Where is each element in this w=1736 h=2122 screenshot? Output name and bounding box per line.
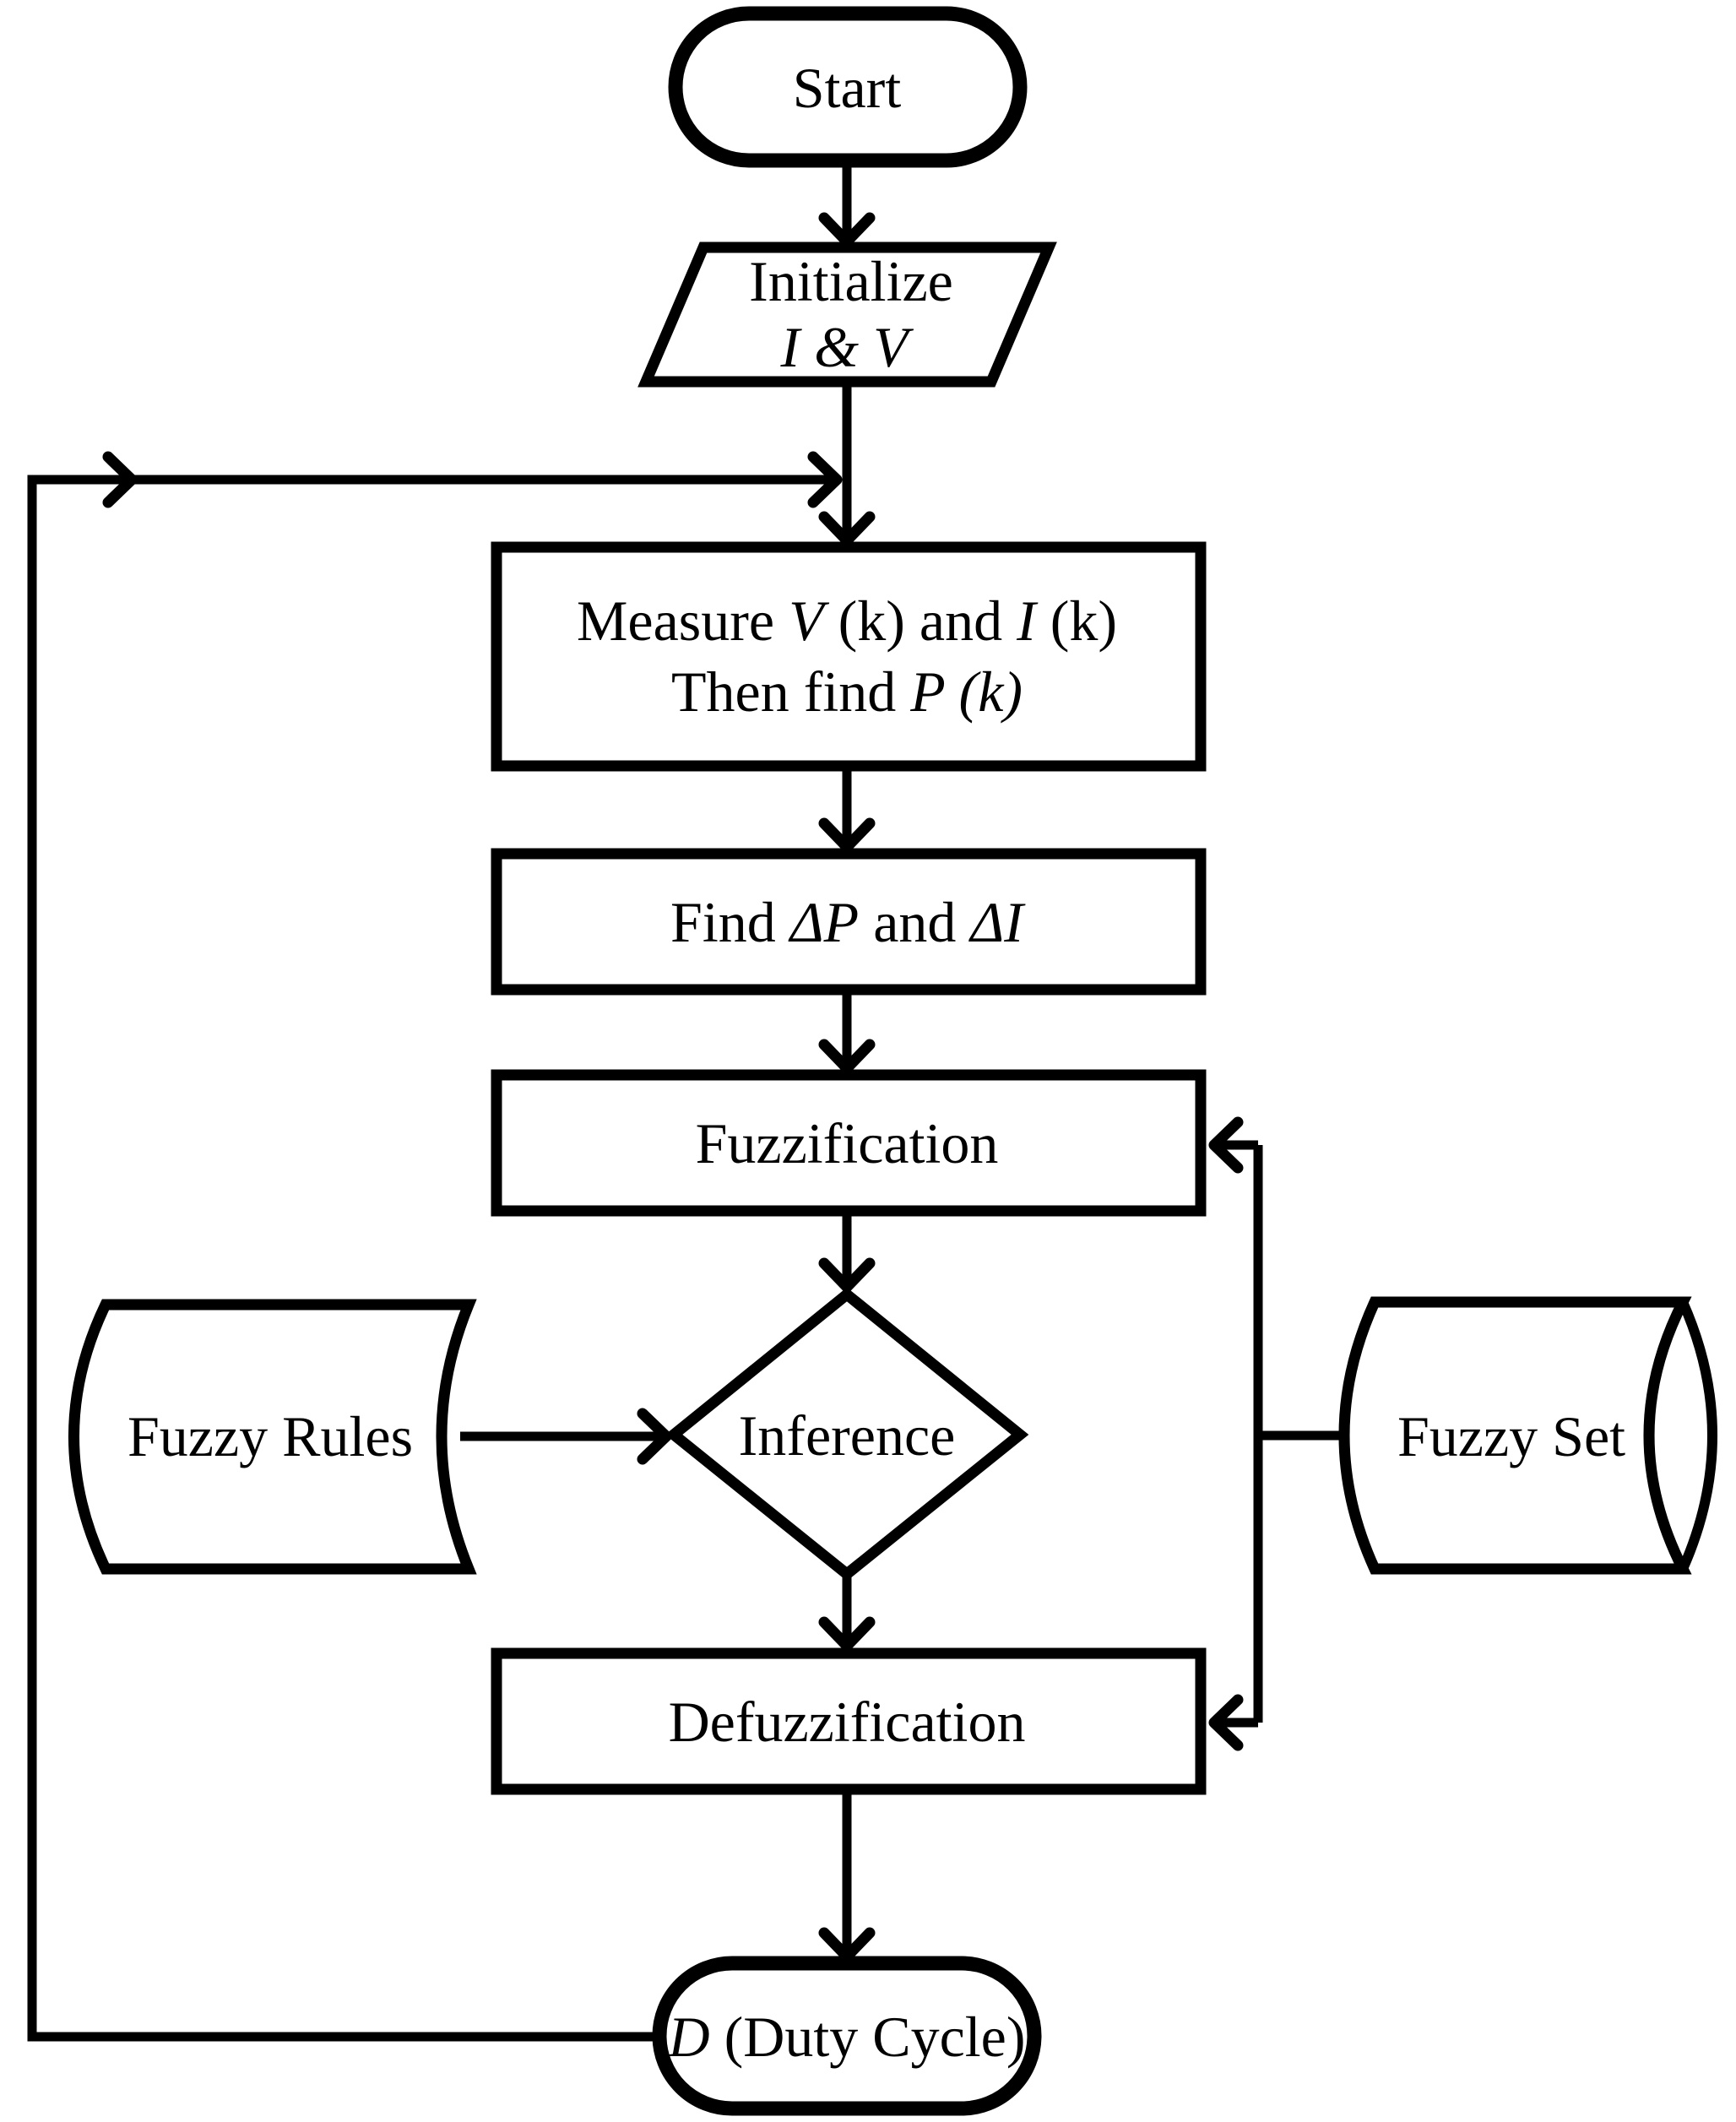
fuzzy-set-endcap-arc [1678, 1300, 1717, 1571]
fuzzy-rules-label: Fuzzy Rules [127, 1404, 413, 1468]
node-initialize: Initialize I & V [637, 242, 1057, 388]
node-fuzzy-set: Fuzzy Set [1338, 1296, 1717, 1575]
node-defuzzification: Defuzzification [491, 1647, 1207, 1795]
node-start: Start [668, 6, 1028, 168]
fuzzification-label: Fuzzification [696, 1111, 999, 1175]
node-find-delta: Find ΔP and ΔI [491, 848, 1207, 996]
inference-label: Inference [739, 1403, 956, 1468]
defuzzification-process-shape [491, 1647, 1207, 1795]
node-fuzzy-rules: Fuzzy Rules [68, 1299, 477, 1575]
connectors [27, 159, 1351, 2042]
initialize-label-line1: Initialize [749, 249, 953, 313]
node-fuzzification: Fuzzification [491, 1069, 1207, 1217]
feedback-mid-arrowhead [102, 451, 138, 508]
node-inference: Inference [665, 1287, 1029, 1582]
feedback-loop-line [27, 451, 843, 2042]
find-delta-process-shape [491, 848, 1207, 996]
fuzzy-set-label: Fuzzy Set [1397, 1404, 1625, 1468]
duty-cycle-label: D (Duty Cycle) [667, 2005, 1025, 2069]
start-terminator-shape [668, 6, 1028, 168]
fuzzy-rules-cylinder-shape [68, 1299, 477, 1575]
fuzzification-process-shape [491, 1069, 1207, 1217]
defuzzification-label: Defuzzification [669, 1690, 1026, 1754]
measure-label-line2: Then find P (k) [671, 659, 1023, 724]
node-duty-cycle: D (Duty Cycle) [652, 1956, 1042, 2116]
measure-process-shape [491, 541, 1207, 772]
initialize-label-line2: I & V [779, 315, 914, 379]
duty-cycle-terminator-shape [652, 1956, 1042, 2116]
start-label: Start [793, 56, 902, 120]
find-delta-label: Find ΔP and ΔI [670, 890, 1026, 954]
inference-decision-shape [665, 1287, 1029, 1582]
node-measure: Measure V (k) and I (k) Then find P (k) [491, 541, 1207, 772]
measure-label-line1: Measure V (k) and I (k) [577, 589, 1117, 653]
initialize-parallelogram-shape [637, 242, 1057, 388]
